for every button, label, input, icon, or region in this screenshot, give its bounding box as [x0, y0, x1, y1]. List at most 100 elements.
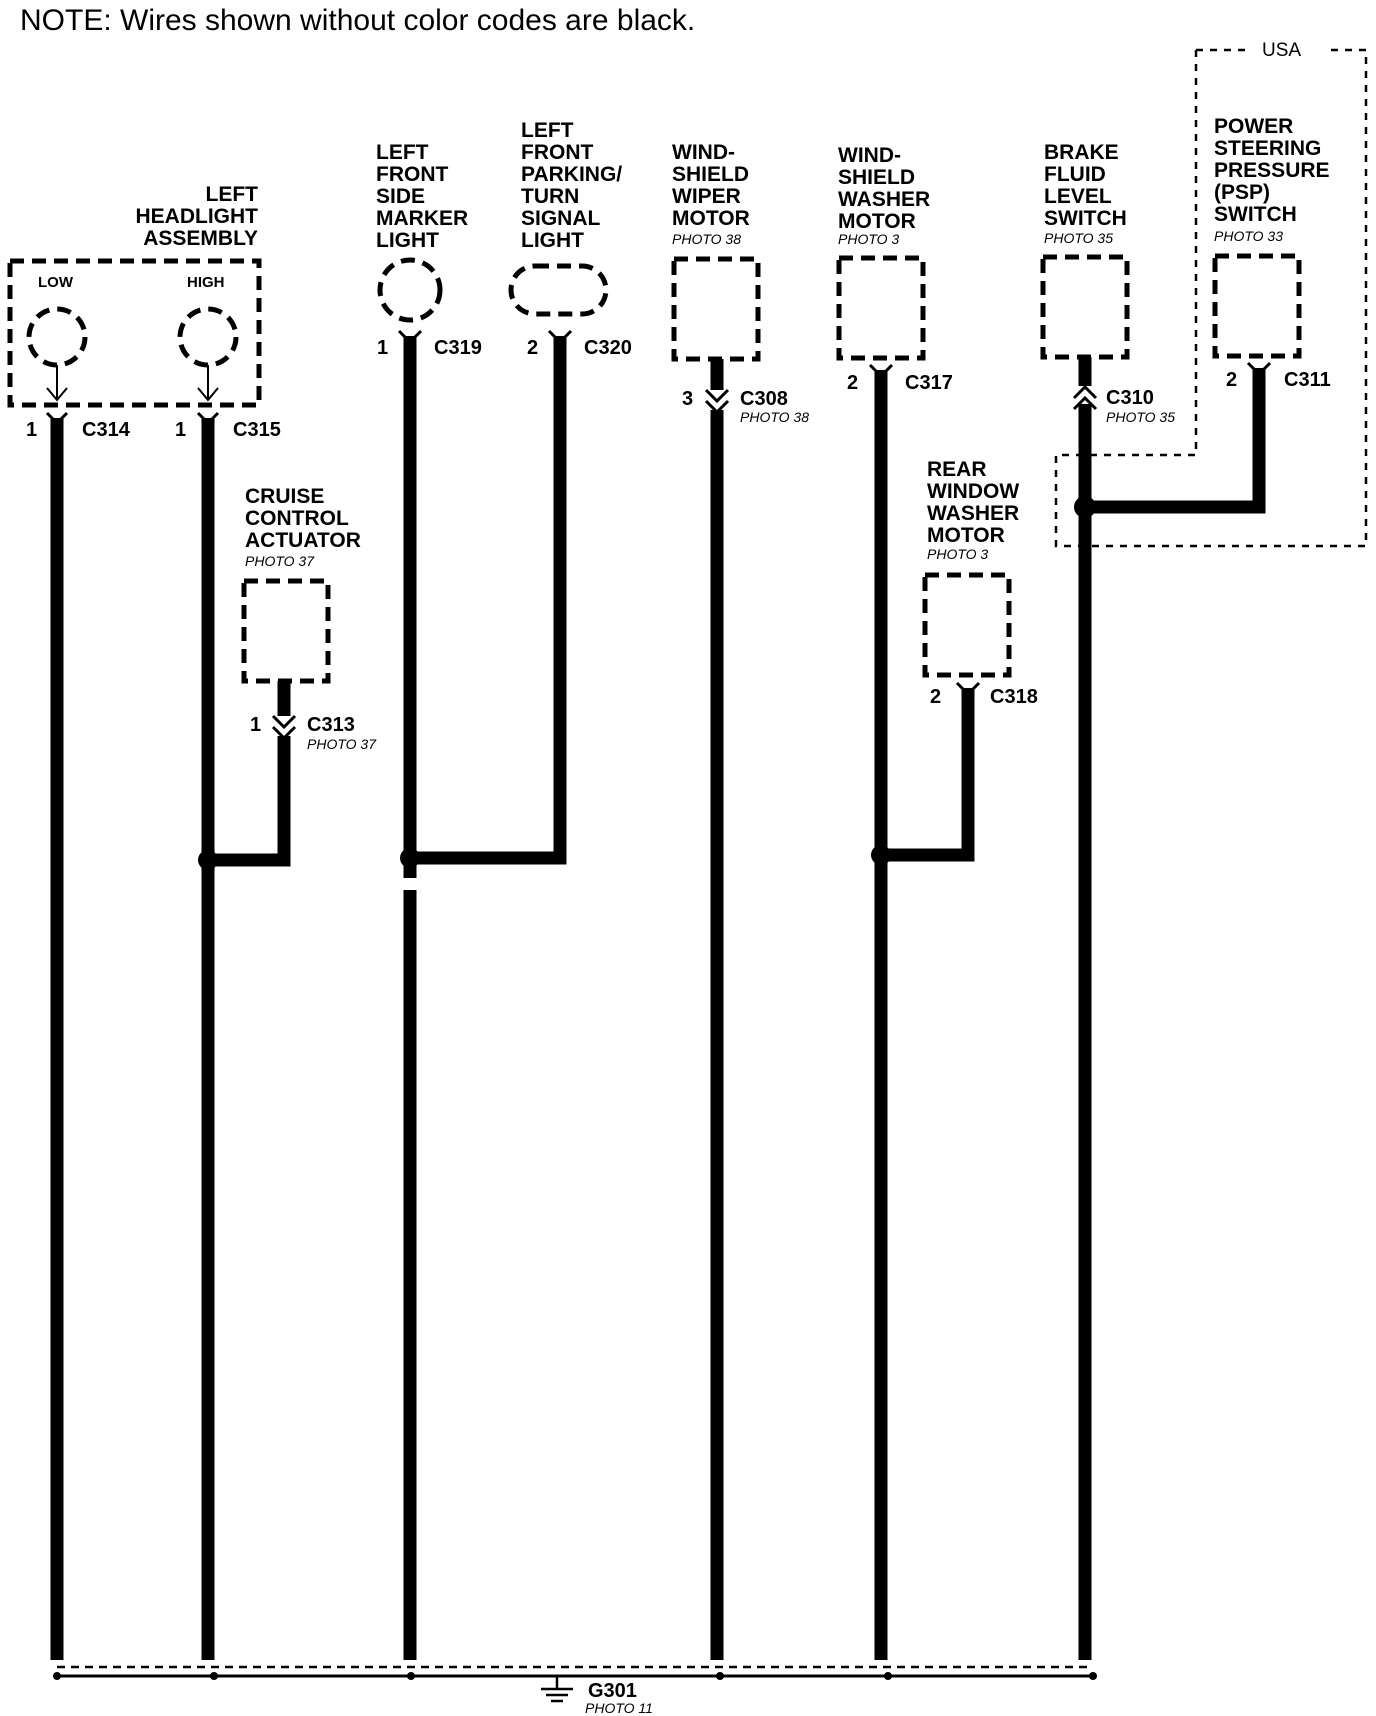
- brake-label-line1: BRAKE: [1044, 141, 1119, 164]
- c319-label: C319: [434, 337, 482, 359]
- c313-pin: 1: [250, 714, 261, 736]
- c318-label: C318: [990, 686, 1038, 708]
- side-marker-light: LEFT FRONT SIDE MARKER LIGHT: [376, 141, 468, 323]
- parking-label-line3: PARKING/: [521, 163, 622, 186]
- brake-label-line3: LEVEL: [1044, 185, 1112, 208]
- ground-symbol-icon: [541, 1676, 573, 1703]
- wiper-label-line3: WIPER: [672, 185, 741, 208]
- wire-cruise-lower: [208, 736, 291, 867]
- c311-label: C311: [1284, 369, 1331, 391]
- c308-label: C308: [740, 388, 788, 410]
- low-beam-bulb-icon: [26, 306, 88, 368]
- g301-photo: PHOTO 11: [585, 1700, 653, 1716]
- rear-window-washer-motor: REAR WINDOW WASHER MOTOR PHOTO 3: [922, 458, 1019, 678]
- psp-label-line4: (PSP): [1214, 181, 1270, 204]
- psp-photo: PHOTO 33: [1214, 228, 1283, 244]
- washer-label-line2: SHIELD: [838, 166, 915, 189]
- c315-pin: 1: [175, 419, 186, 441]
- c320-label: C320: [584, 337, 632, 359]
- washer-label-line1: WIND-: [838, 144, 901, 167]
- high-beam-bulb-icon: [177, 306, 239, 368]
- wiper-label-line1: WIND-: [672, 141, 735, 164]
- parking-bulb-icon: [508, 263, 609, 317]
- c314-label: C314: [82, 419, 131, 441]
- c311-connector: 2 C311: [1226, 361, 1331, 391]
- c317-connector: 2 C317: [847, 363, 953, 394]
- washer-photo: PHOTO 3: [838, 231, 899, 247]
- note-text: NOTE: Wires shown without color codes ar…: [20, 4, 695, 37]
- c308-connector: 3 C308 PHOTO 38: [682, 388, 809, 425]
- headlight-label-line2: HEADLIGHT: [136, 205, 259, 228]
- headlight-assembly: LEFT HEADLIGHT ASSEMBLY LOW HIGH: [7, 183, 262, 408]
- c308-photo: PHOTO 38: [740, 409, 809, 425]
- headlight-high-label: HIGH: [187, 274, 225, 291]
- g301-label: G301: [588, 1680, 637, 1702]
- c313-connector: 1 C313 PHOTO 37: [250, 714, 377, 752]
- rear-washer-label-line1: REAR: [927, 458, 987, 481]
- psp-switch-box: [1212, 253, 1302, 359]
- c315-connector: 1 C315: [175, 411, 281, 441]
- c315-label: C315: [233, 419, 281, 441]
- c310-label: C310: [1106, 387, 1154, 409]
- cruise-label-line3: ACTUATOR: [245, 529, 361, 552]
- c311-pin: 2: [1226, 369, 1237, 391]
- headlight-label-line3: ASSEMBLY: [143, 227, 258, 250]
- cruise-actuator-box: [241, 578, 331, 684]
- psp-label-line3: PRESSURE: [1214, 159, 1330, 182]
- c314-pin: 1: [26, 419, 37, 441]
- parking-turn-light: LEFT FRONT PARKING/ TURN SIGNAL LIGHT: [508, 119, 622, 317]
- cruise-label-line2: CONTROL: [245, 507, 349, 530]
- side-marker-label-line1: LEFT: [376, 141, 429, 164]
- c317-label: C317: [905, 372, 953, 394]
- c320-connector: 2 C320: [527, 329, 632, 359]
- rear-washer-photo: PHOTO 3: [927, 546, 988, 562]
- cruise-photo: PHOTO 37: [245, 553, 315, 569]
- washer-label-line3: WASHER: [838, 188, 930, 211]
- side-marker-label-line4: MARKER: [376, 207, 468, 230]
- side-marker-bulb-icon: [377, 257, 443, 323]
- washer-motor-box: [836, 255, 926, 361]
- brake-label-line4: SWITCH: [1044, 207, 1127, 230]
- psp-label-line2: STEERING: [1214, 137, 1321, 160]
- side-marker-label-line5: LIGHT: [376, 229, 439, 252]
- splice-rear-washer: [871, 845, 891, 865]
- wire-c320: [410, 336, 567, 865]
- c310-photo: PHOTO 35: [1106, 409, 1175, 425]
- brake-label-line2: FLUID: [1044, 163, 1106, 186]
- c314-connector: 1 C314: [26, 411, 131, 441]
- brake-photo: PHOTO 35: [1044, 230, 1113, 246]
- wiper-label-line4: MOTOR: [672, 207, 750, 230]
- splice-cruise: [198, 850, 218, 870]
- parking-label-line4: TURN: [521, 185, 579, 208]
- rear-washer-label-line2: WINDOW: [927, 480, 1019, 503]
- parking-label-line5: SIGNAL: [521, 207, 601, 230]
- washer-label-line4: MOTOR: [838, 210, 916, 233]
- ground-bus: [53, 1665, 1097, 1680]
- c318-pin: 2: [930, 686, 941, 708]
- c320-pin: 2: [527, 337, 538, 359]
- rear-washer-label-line4: MOTOR: [927, 524, 1005, 547]
- splice-psp: [1074, 496, 1096, 518]
- wiper-motor-box: [671, 256, 761, 362]
- psp-label-line1: POWER: [1214, 115, 1293, 138]
- wiper-label-line2: SHIELD: [672, 163, 749, 186]
- c310-connector: C310 PHOTO 35: [1072, 384, 1175, 425]
- c313-photo: PHOTO 37: [307, 736, 377, 752]
- cruise-control-actuator: CRUISE CONTROL ACTUATOR PHOTO 37: [241, 485, 361, 684]
- headlight-assembly-box: [7, 258, 262, 408]
- brake-fluid-level-switch: BRAKE FLUID LEVEL SWITCH PHOTO 35: [1040, 141, 1130, 360]
- c319-pin: 1: [377, 337, 388, 359]
- cruise-label-line1: CRUISE: [245, 485, 324, 508]
- windshield-washer-motor: WIND- SHIELD WASHER MOTOR PHOTO 3: [836, 144, 930, 361]
- side-marker-label-line3: SIDE: [376, 185, 425, 208]
- c319-connector: 1 C319: [377, 329, 482, 359]
- windshield-wiper-motor: WIND- SHIELD WIPER MOTOR PHOTO 38: [671, 141, 761, 362]
- brake-switch-box: [1040, 254, 1130, 360]
- parking-label-line2: FRONT: [521, 141, 593, 164]
- parking-label-line1: LEFT: [521, 119, 574, 142]
- headlight-label-line1: LEFT: [206, 183, 259, 206]
- c313-label: C313: [307, 714, 355, 736]
- c317-pin: 2: [847, 372, 858, 394]
- rear-washer-label-line3: WASHER: [927, 502, 1019, 525]
